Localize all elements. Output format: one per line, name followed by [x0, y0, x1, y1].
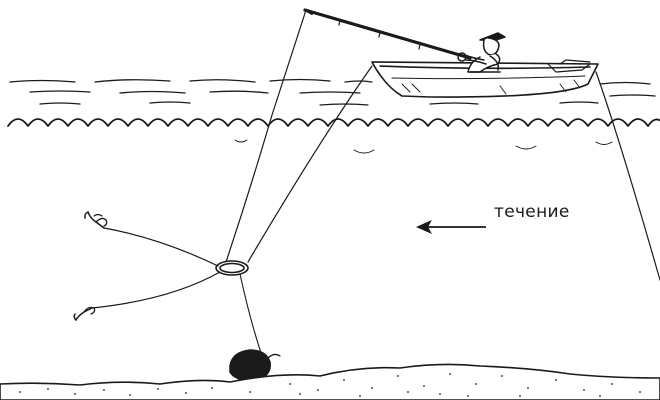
current-label: течение — [494, 202, 570, 222]
feeder-line — [247, 65, 373, 263]
current-arrow-icon — [416, 220, 486, 234]
upper-leader — [103, 227, 219, 267]
main-line — [225, 9, 307, 263]
water-surface-waves — [7, 118, 660, 154]
lower-leader — [91, 271, 221, 309]
anchor-rope — [595, 71, 660, 281]
river-bottom — [0, 363, 660, 400]
feeding-ring — [215, 260, 249, 276]
fisherman — [457, 32, 506, 73]
upper-hook-icon — [84, 211, 108, 229]
fishing-rod — [303, 8, 472, 60]
water-surface-far — [9, 78, 656, 106]
boat — [371, 59, 599, 98]
feeder-cord — [239, 273, 263, 357]
lower-hook-icon — [73, 306, 96, 321]
